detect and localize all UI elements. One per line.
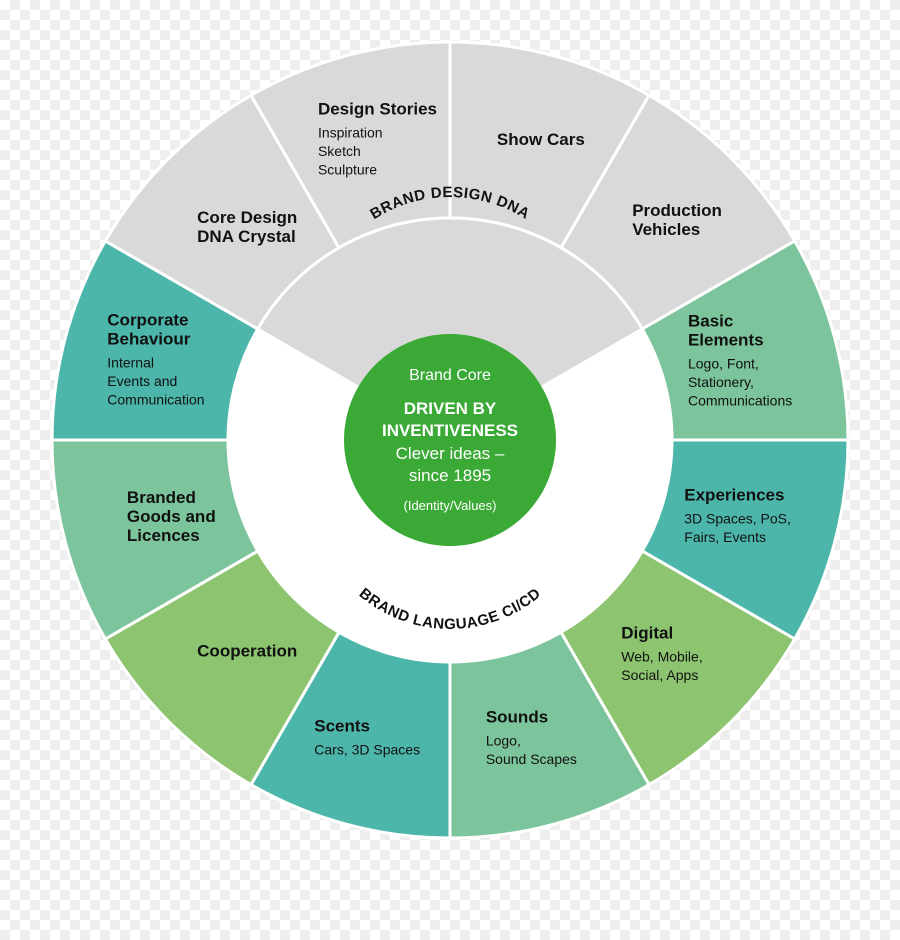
outer-ring: [50, 40, 850, 840]
segment-2-title-0: Basic: [688, 312, 733, 331]
segment-11-sub-0: Inspiration: [318, 124, 383, 140]
segment-8-title-1: Goods and: [127, 507, 216, 526]
segment-11-title-0: Design Stories: [318, 99, 437, 118]
segment-labels: Show CarsProductionVehiclesBasicElements…: [107, 99, 792, 767]
segment-3-sub-0: 3D Spaces, PoS,: [684, 511, 791, 527]
segment-8-title-0: Branded: [127, 488, 196, 507]
core-line-2: INVENTIVENESS: [382, 421, 518, 440]
segment-1-title-0: Production: [632, 201, 722, 220]
segment-3-title-0: Experiences: [684, 486, 784, 505]
core-line-5: (Identity/Values): [404, 498, 497, 513]
segment-1-title-1: Vehicles: [632, 220, 700, 239]
segment-4-title-0: Digital: [621, 624, 673, 643]
segment-10-title-1: DNA Crystal: [197, 227, 296, 246]
segment-9-title-1: Behaviour: [107, 329, 191, 348]
segment-6-title-0: Scents: [314, 717, 370, 736]
core-line-4: since 1895: [409, 466, 491, 485]
segment-2-sub-1: Stationery,: [688, 374, 754, 390]
segment-2-sub-2: Communications: [688, 393, 792, 409]
segment-6-sub-0: Cars, 3D Spaces: [314, 742, 420, 758]
core-line-3: Clever ideas –: [396, 444, 505, 463]
segment-4-sub-1: Social, Apps: [621, 667, 698, 683]
segment-8-title-2: Licences: [127, 526, 200, 545]
segment-9-sub-2: Communication: [107, 391, 204, 407]
segment-11-sub-1: Sketch: [318, 143, 361, 159]
segment-9-title-0: Corporate: [107, 310, 188, 329]
segment-7-title-0: Cooperation: [197, 642, 297, 661]
segment-5-title-0: Sounds: [486, 707, 548, 726]
segment-9-sub-0: Internal: [107, 354, 154, 370]
segment-5-sub-0: Logo,: [486, 732, 521, 748]
core-heading: Brand Core: [409, 367, 491, 384]
segment-10-title-0: Core Design: [197, 208, 297, 227]
segment-2-sub-0: Logo, Font,: [688, 356, 759, 372]
core-line-1: DRIVEN BY: [404, 399, 497, 418]
segment-3-sub-1: Fairs, Events: [684, 529, 766, 545]
segment-0-title-0: Show Cars: [497, 130, 585, 149]
brand-core-circle: [344, 334, 556, 546]
segment-2-title-1: Elements: [688, 331, 764, 350]
segment-9-sub-1: Events and: [107, 373, 177, 389]
segment-5-sub-1: Sound Scapes: [486, 751, 577, 767]
segment-4-sub-0: Web, Mobile,: [621, 649, 702, 665]
segment-11-sub-2: Sculpture: [318, 161, 377, 177]
